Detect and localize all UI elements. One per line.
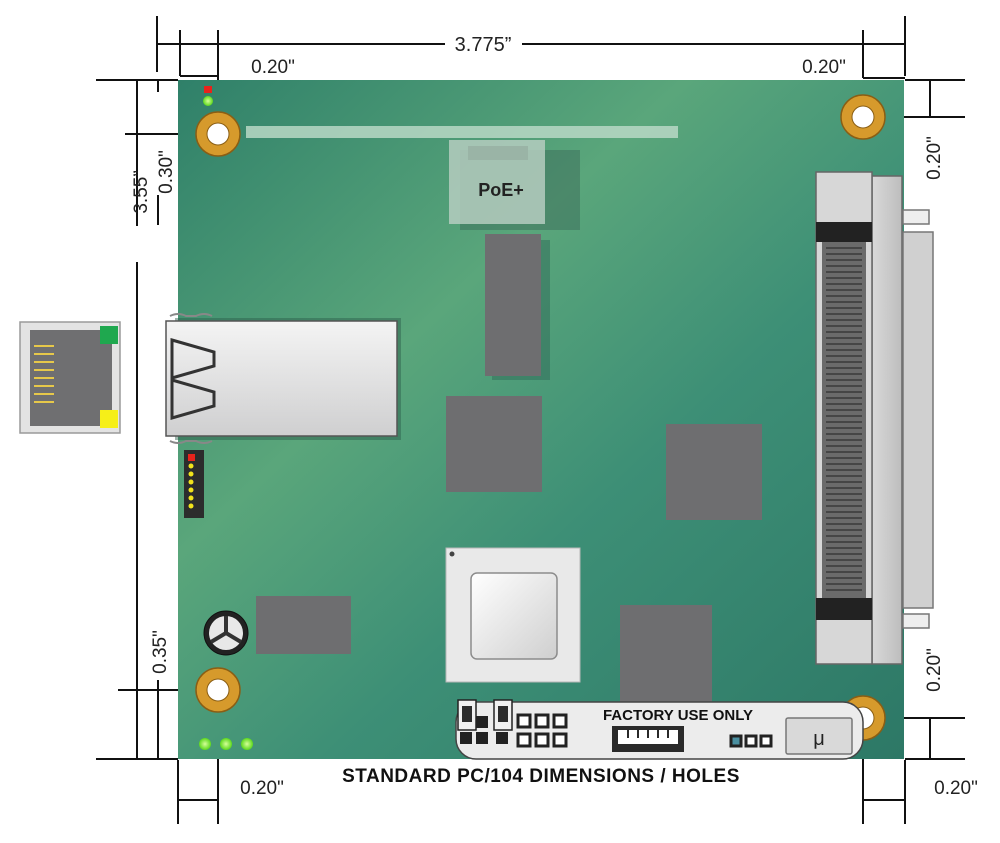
chip-mid: [446, 396, 542, 492]
bottom-right-hole-x-label: 0.20": [934, 778, 978, 799]
right-top-hole-y-label: 0.20": [924, 136, 945, 180]
status-leds-top: [203, 86, 213, 106]
cpu-chip: [445, 547, 581, 683]
mu-label: μ: [813, 728, 825, 750]
right-bottom-hole-y-label: 0.20": [924, 648, 945, 692]
chip-lower-right: [620, 605, 712, 705]
rj45-link-led: [100, 326, 118, 344]
capacitor: [203, 610, 249, 656]
poe-label: PoE+: [478, 180, 524, 200]
rj45-jack: [19, 321, 121, 434]
status-leds-bottom: [199, 738, 253, 750]
bottom-left-hole-y-label: 0.35": [150, 630, 171, 674]
top-left-hole-x-label: 0.20": [251, 57, 295, 78]
board-width-label: 3.775”: [455, 34, 512, 56]
poe-module: PoE+: [449, 140, 580, 230]
rj45-activity-led: [100, 410, 118, 428]
bottom-left-hole-x-label: 0.20": [240, 778, 284, 799]
pc104-connector: [815, 171, 934, 665]
poe-header-strip: [246, 126, 678, 138]
factory-use-panel: FACTORY USE ONLY μ: [455, 699, 864, 760]
factory-label: FACTORY USE ONLY: [603, 707, 753, 724]
mounting-hole-bottom-left: [195, 667, 241, 713]
top-left-hole-y-label: 0.30": [156, 150, 177, 194]
top-right-hole-x-label: 0.20": [802, 57, 846, 78]
chip-tall: [485, 234, 550, 380]
dimension-lines: [96, 16, 965, 824]
board-height-label: 3.55”: [131, 170, 152, 213]
chip-lower-left: [256, 596, 351, 654]
mounting-hole-top-right: [840, 94, 886, 140]
led-header-left: [184, 450, 204, 518]
diagram-title: STANDARD PC/104 DIMENSIONS / HOLES: [342, 766, 740, 787]
usb-connector: [165, 313, 401, 444]
chip-right: [666, 424, 762, 520]
mounting-hole-top-left: [195, 111, 241, 157]
